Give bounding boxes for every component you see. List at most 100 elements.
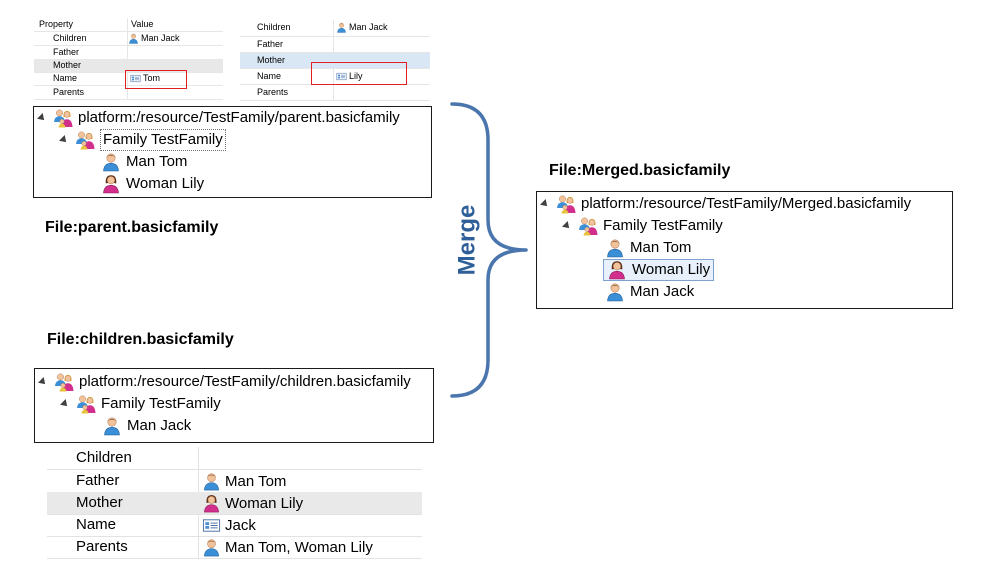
tree-node-label: Man Tom: [126, 153, 188, 170]
table-header: Property Value: [34, 18, 223, 32]
expand-triangle-icon[interactable]: [540, 199, 550, 209]
row-key: Children: [76, 449, 132, 466]
table-row[interactable]: Name Tom: [34, 72, 223, 86]
table-row[interactable]: Name Jack: [47, 514, 422, 537]
top-right-property-table: Children Man Jack Father Mother Name Lil…: [240, 20, 430, 101]
tree-node-label: platform:/resource/TestFamily/children.b…: [79, 373, 411, 390]
row-key: Father: [257, 39, 284, 49]
table-row[interactable]: Parents Man Tom, Woman Lily: [47, 536, 422, 559]
row-key: Mother: [76, 494, 123, 511]
expand-triangle-icon[interactable]: [562, 221, 572, 231]
man-icon: [605, 282, 625, 302]
row-value[interactable]: Lily: [336, 70, 363, 83]
expand-triangle-icon[interactable]: [60, 399, 70, 409]
man-icon: [101, 152, 121, 172]
children-file-caption: File:children.basicfamily: [47, 331, 234, 348]
row-key: Name: [76, 516, 117, 533]
tree-family-node[interactable]: Family TestFamily: [59, 129, 226, 151]
name-field-icon: [202, 516, 221, 535]
tree-member-node[interactable]: Man Jack: [605, 282, 694, 302]
row-key: Parents: [257, 87, 289, 97]
table-row[interactable]: Parents: [34, 86, 223, 100]
table-row[interactable]: Children Man Jack: [34, 32, 223, 46]
family-icon: [53, 108, 73, 128]
tree-member-node[interactable]: Man Jack: [102, 416, 191, 436]
man-icon: [202, 472, 221, 491]
tree-root-node[interactable]: platform:/resource/TestFamily/Merged.bas…: [540, 194, 912, 214]
woman-icon: [101, 174, 121, 194]
value-text: Lily: [349, 71, 363, 81]
row-value: Man Tom: [202, 472, 286, 491]
tree-family-node[interactable]: Family TestFamily: [60, 394, 221, 414]
table-row[interactable]: Parents: [240, 85, 430, 101]
row-key: Name: [53, 73, 78, 83]
tree-node-label: Family TestFamily: [100, 129, 226, 151]
tree-node-label: Man Jack: [127, 417, 192, 434]
table-row[interactable]: Mother: [34, 59, 223, 73]
family-icon: [556, 194, 576, 214]
row-key: Parents: [53, 87, 85, 97]
table-row[interactable]: Children: [47, 447, 422, 470]
row-value[interactable]: Jack: [202, 516, 256, 535]
highlight-box: [311, 62, 407, 85]
row-key: Father: [53, 47, 80, 57]
merged-file-caption: File:Merged.basicfamily: [549, 162, 731, 179]
man-icon: [102, 416, 122, 436]
tree-member-node[interactable]: Woman Lily: [101, 174, 204, 194]
table-row[interactable]: Father: [34, 46, 223, 60]
value-text: Man Jack: [349, 22, 388, 32]
parent-file-caption: File:parent.basicfamily: [45, 219, 219, 236]
family-icon: [54, 372, 74, 392]
tree-node-label: Man Tom: [630, 239, 692, 256]
expand-triangle-icon[interactable]: [59, 135, 69, 145]
children-tree-panel: platform:/resource/TestFamily/children.b…: [34, 368, 434, 443]
tree-node-label: platform:/resource/TestFamily/Merged.bas…: [581, 195, 912, 212]
tree-member-node[interactable]: Man Tom: [605, 238, 691, 258]
tree-root-node[interactable]: platform:/resource/TestFamily/parent.bas…: [37, 108, 400, 128]
tree-node-label: Woman Lily: [632, 261, 711, 278]
expand-triangle-icon[interactable]: [37, 113, 47, 123]
row-value: Man Tom, Woman Lily: [202, 538, 373, 557]
tree-node-label: Man Jack: [630, 283, 695, 300]
selection-highlight: Woman Lily: [603, 259, 715, 281]
man-icon: [605, 238, 625, 258]
woman-icon: [607, 260, 627, 280]
table-row[interactable]: Father Man Tom: [47, 470, 422, 493]
man-icon: [336, 22, 347, 33]
row-key: Children: [53, 33, 87, 43]
row-key: Mother: [257, 55, 286, 65]
tree-root-node[interactable]: platform:/resource/TestFamily/children.b…: [38, 372, 411, 392]
merged-tree-panel: platform:/resource/TestFamily/Merged.bas…: [536, 191, 953, 309]
woman-icon: [202, 494, 221, 513]
man-icon: [202, 538, 221, 557]
table-row[interactable]: Mother Woman Lily: [47, 492, 422, 515]
man-icon: [128, 33, 139, 44]
tree-node-label: platform:/resource/TestFamily/parent.bas…: [78, 109, 400, 126]
tree-node-label: Family TestFamily: [101, 395, 221, 412]
highlight-box: [125, 70, 187, 89]
header-property: Property: [39, 19, 74, 29]
value-text: Man Tom: [225, 473, 287, 490]
table-row[interactable]: Children Man Jack: [240, 20, 430, 37]
value-text: Tom: [143, 73, 161, 83]
value-text: Man Jack: [141, 33, 180, 43]
tree-member-node-selected[interactable]: Woman Lily: [603, 259, 715, 281]
merge-label: Merge: [453, 204, 481, 276]
top-left-property-table: Property Value Children Man Jack Father …: [34, 18, 223, 100]
expand-triangle-icon[interactable]: [38, 377, 48, 387]
row-key: Father: [76, 472, 120, 489]
header-value: Value: [131, 19, 154, 29]
table-row[interactable]: Mother: [240, 53, 430, 69]
row-value: Man Jack: [128, 32, 180, 45]
row-key: Children: [257, 22, 291, 32]
table-row[interactable]: Father: [240, 37, 430, 53]
row-value[interactable]: Tom: [130, 72, 160, 85]
family-icon: [75, 130, 95, 150]
family-icon: [76, 394, 96, 414]
tree-node-label: Woman Lily: [126, 175, 205, 192]
row-value: Man Jack: [336, 21, 388, 34]
tree-member-node[interactable]: Man Tom: [101, 152, 187, 172]
row-value: Woman Lily: [202, 494, 303, 513]
tree-family-node[interactable]: Family TestFamily: [562, 216, 723, 236]
tree-node-label: Family TestFamily: [603, 217, 723, 234]
